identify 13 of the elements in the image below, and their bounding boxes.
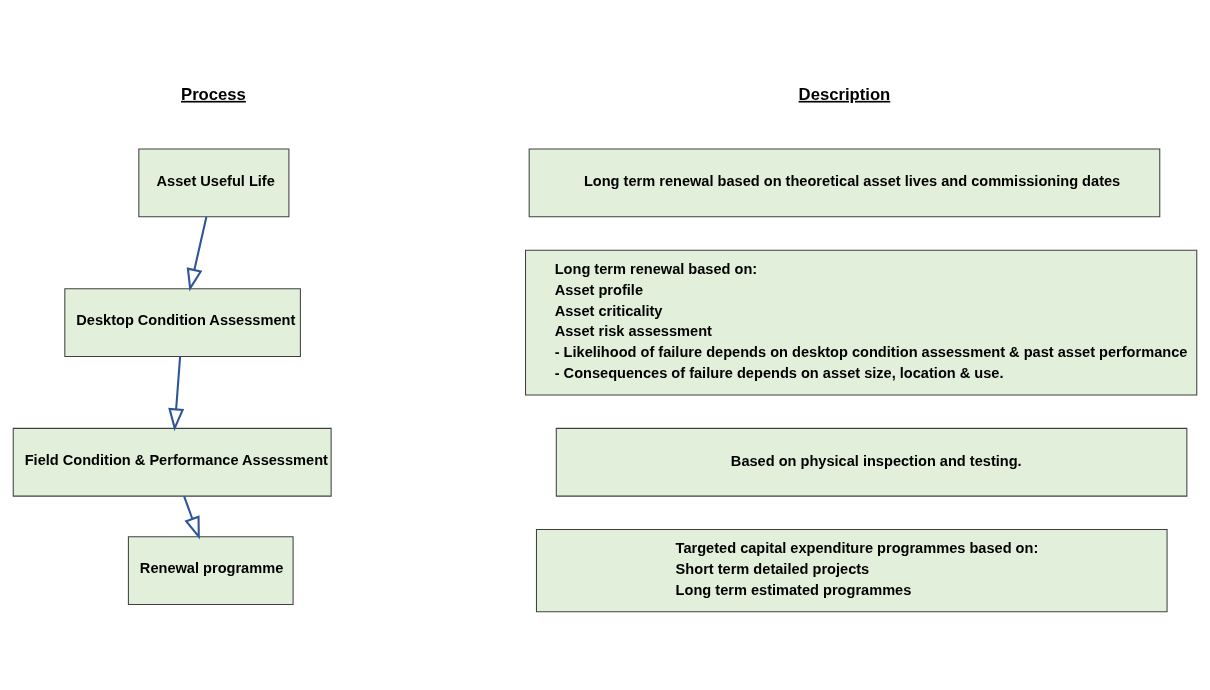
arrow — [168, 356, 185, 432]
node-box: Long term renewal based on theoretical asset lives and commissioning dates — [528, 148, 1161, 218]
label: Process — [181, 84, 246, 104]
node-box: Field Condition & Performance Assessment — [12, 427, 332, 497]
node-box: Targeted capital expenditure programmes based on: Short term detailed projects Long term estimated programmes — [535, 528, 1168, 613]
node-box: Based on physical inspection and testing. — [555, 427, 1188, 497]
arrow — [186, 216, 208, 292]
node-box: Asset Useful Life — [138, 148, 290, 218]
arrow — [183, 496, 200, 540]
node-box: Long term renewal based on: Asset profile Asset criticality Asset risk assessment - Likelihood of failure depends on desktop condition assessment & past asset performance - Consequences of failure depends on asset size, location & use. — [525, 249, 1198, 396]
label: Description — [798, 84, 891, 104]
node-box: Renewal programme — [127, 536, 294, 606]
node-box: Desktop Condition Assessment — [64, 288, 301, 357]
